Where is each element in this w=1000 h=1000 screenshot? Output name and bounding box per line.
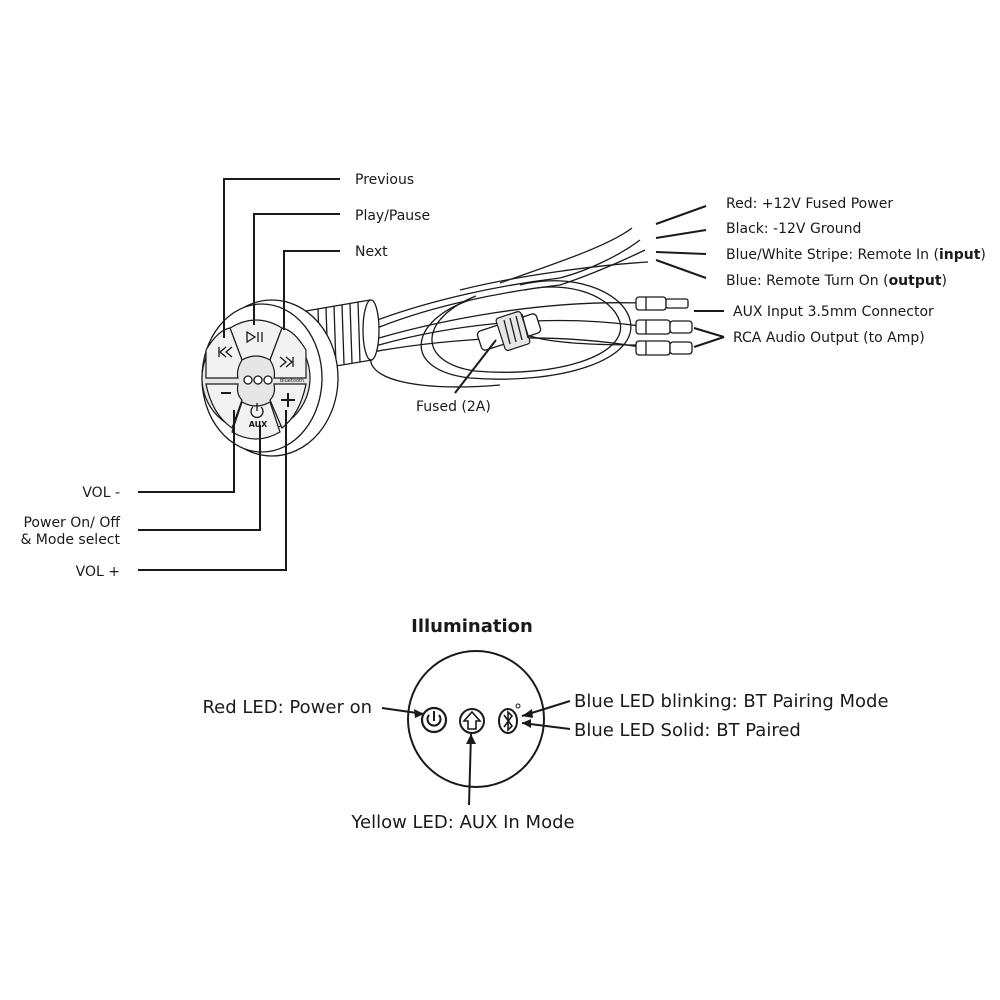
next-label: Next <box>355 244 388 260</box>
blue-white-prefix: Blue/White Stripe: Remote In ( <box>726 247 939 263</box>
blue-wire-label: Blue: Remote Turn On (output) <box>726 273 947 289</box>
illumination-arrowheads <box>414 709 533 744</box>
plus-icon <box>281 393 295 407</box>
power-mode-button[interactable] <box>231 401 281 440</box>
previous-button[interactable] <box>205 327 243 379</box>
power-label-line2: & Mode select <box>20 532 120 548</box>
illumination-panel <box>407 650 545 788</box>
black-wire-label: Black: -12V Ground <box>726 221 861 237</box>
rca-output-label: RCA Audio Output (to Amp) <box>733 330 925 346</box>
bluetooth-led-icon <box>498 703 521 734</box>
vol-plus-label: VOL + <box>76 564 120 580</box>
wire-callout-lines <box>454 205 725 394</box>
blue-white-suffix: ) <box>980 247 985 263</box>
rca-connector-2 <box>635 340 693 356</box>
power-led-small <box>243 375 253 385</box>
controller-device: AUX Bluetooth <box>201 299 380 457</box>
aux-connector <box>635 296 689 311</box>
rca-connector-1 <box>635 319 693 335</box>
next-button[interactable] <box>269 327 307 379</box>
blue-white-wire-label: Blue/White Stripe: Remote In (input) <box>726 247 986 263</box>
cable-bundle <box>369 227 649 388</box>
illumination-title: Illumination <box>411 616 533 637</box>
power-label-line1: Power On/ Off <box>23 515 120 531</box>
power-icon <box>250 403 264 419</box>
previous-label: Previous <box>355 172 414 188</box>
blue-prefix: Blue: Remote Turn On ( <box>726 273 889 289</box>
aux-input-label: AUX Input 3.5mm Connector <box>733 304 934 320</box>
fused-label: Fused (2A) <box>416 399 491 415</box>
blue-bold: output <box>889 273 942 289</box>
blue-suffix: ) <box>942 273 947 289</box>
device-bluetooth-text: Bluetooth <box>280 378 304 384</box>
play-pause-icon <box>246 330 263 344</box>
play-pause-label: Play/Pause <box>355 208 430 224</box>
aux-led-icon <box>459 708 485 734</box>
red-led-label: Red LED: Power on <box>202 697 372 718</box>
yellow-led-label: Yellow LED: AUX In Mode <box>350 812 574 833</box>
power-led-icon <box>420 706 448 734</box>
blue-blinking-label: Blue LED blinking: BT Pairing Mode <box>574 691 889 712</box>
red-wire-label: Red: +12V Fused Power <box>726 196 893 212</box>
aux-led-small <box>253 375 263 385</box>
blue-white-bold: input <box>939 247 981 263</box>
bt-led-small <box>263 375 273 385</box>
blue-solid-label: Blue LED Solid: BT Paired <box>574 720 801 741</box>
fuse-holder <box>476 310 542 352</box>
vol-minus-label: VOL - <box>82 485 120 501</box>
device-aux-label: AUX <box>249 420 268 429</box>
next-icon <box>279 356 294 368</box>
device-callout-lines <box>138 178 340 571</box>
previous-icon <box>218 346 233 358</box>
